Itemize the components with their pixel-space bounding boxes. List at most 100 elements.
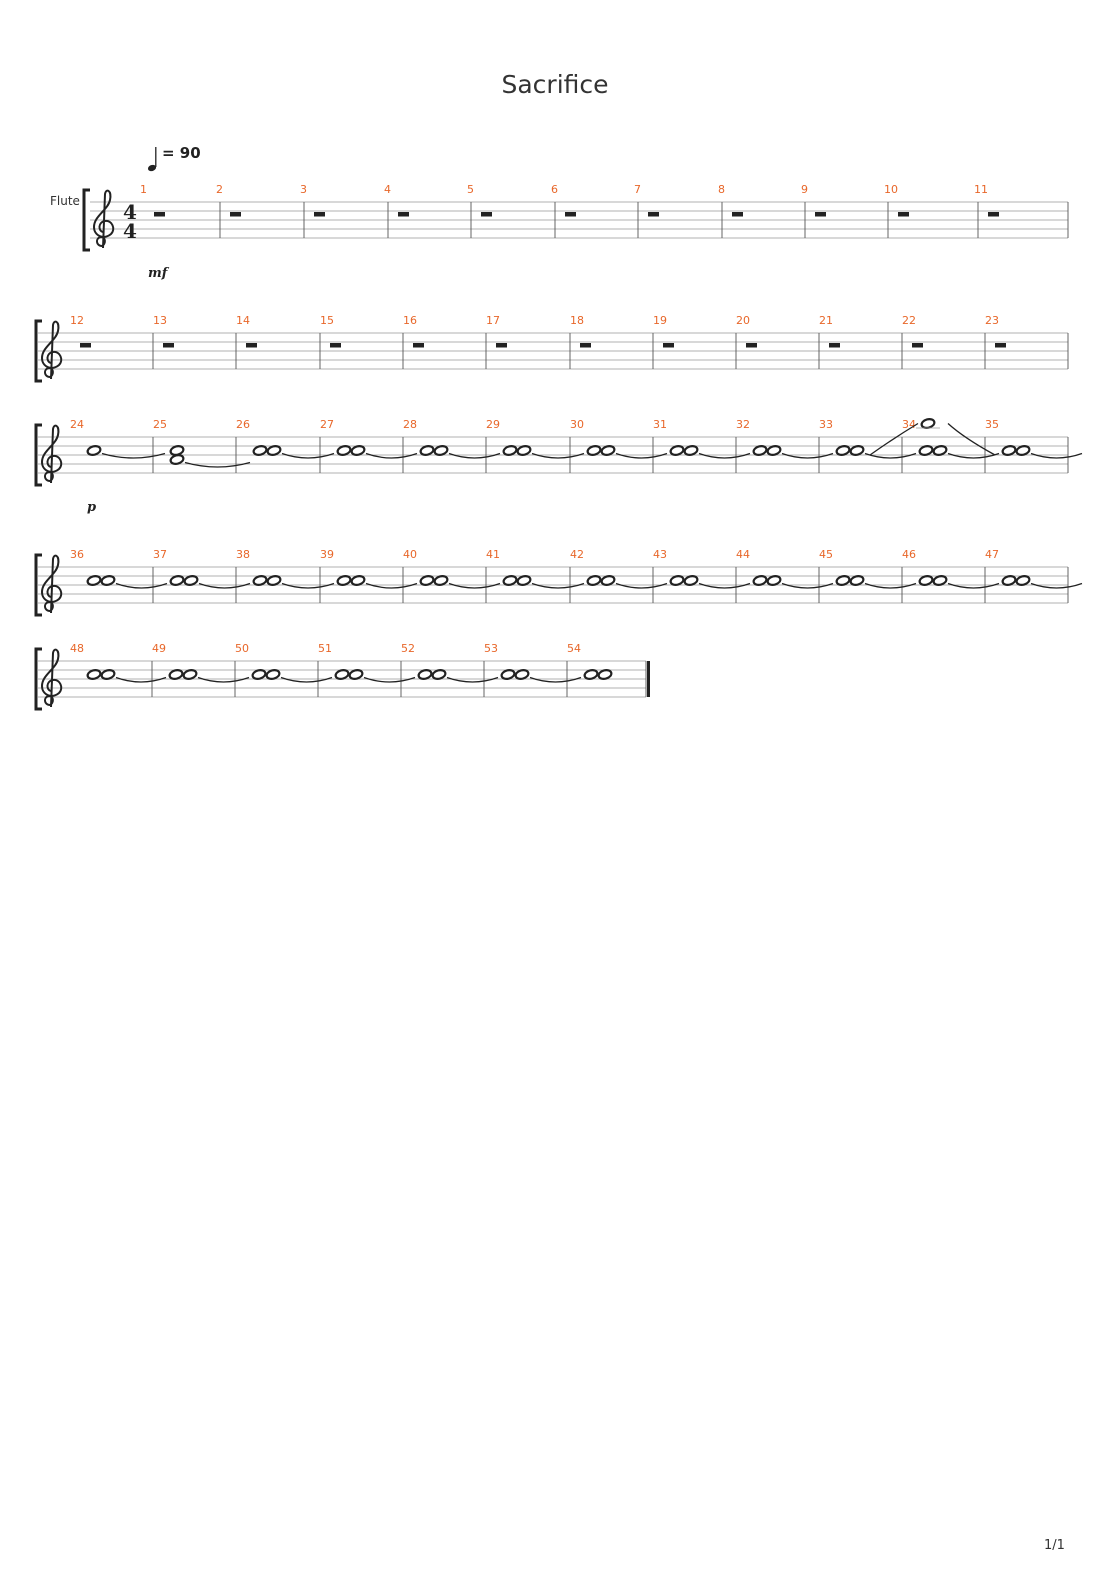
measure-number: 32 <box>736 418 750 431</box>
whole-note <box>586 445 602 456</box>
whole-note <box>597 669 613 680</box>
dynamic-p: p <box>87 500 96 515</box>
instrument-label: Flute <box>50 194 80 208</box>
tie <box>615 582 668 589</box>
whole-note <box>516 575 532 586</box>
whole-note <box>265 669 281 680</box>
dynamic-mf: mf <box>148 266 170 281</box>
whole-note <box>266 445 282 456</box>
whole-note <box>752 575 768 586</box>
tie <box>448 452 501 459</box>
measure-number: 16 <box>403 314 417 327</box>
whole-note <box>932 575 948 586</box>
whole-note <box>100 575 116 586</box>
time-signature-numerator: 4 <box>123 200 137 224</box>
tie <box>698 582 751 589</box>
whole-note <box>766 575 782 586</box>
whole-note <box>932 445 948 456</box>
whole-note <box>334 669 350 680</box>
tie <box>115 676 167 683</box>
tempo-quarter-note-icon <box>147 147 157 172</box>
measure-number: 30 <box>570 418 584 431</box>
whole-note <box>182 669 198 680</box>
page-number: 1/1 <box>1044 1538 1065 1553</box>
measure-number: 15 <box>320 314 334 327</box>
rest-icon <box>314 212 325 217</box>
measure-number: 11 <box>974 183 988 196</box>
tie <box>781 452 834 459</box>
whole-note <box>431 669 447 680</box>
tie <box>184 461 251 468</box>
whole-note <box>336 575 352 586</box>
measure-number: 10 <box>884 183 898 196</box>
measure-number: 43 <box>653 548 667 561</box>
whole-note <box>1015 575 1031 586</box>
tie <box>446 676 499 683</box>
rest-icon <box>648 212 659 217</box>
whole-note <box>350 445 366 456</box>
tie <box>698 452 751 459</box>
rest-icon <box>898 212 909 217</box>
whole-note <box>252 575 268 586</box>
measure-number: 37 <box>153 548 167 561</box>
whole-note <box>336 445 352 456</box>
treble-clef-icon <box>40 320 63 380</box>
treble-clef-icon <box>40 648 63 708</box>
rest-icon <box>732 212 743 217</box>
treble-clef-icon <box>92 189 115 249</box>
measure-number: 24 <box>70 418 84 431</box>
measure-number: 22 <box>902 314 916 327</box>
treble-clef-icon <box>40 424 63 484</box>
measure-number: 5 <box>467 183 474 196</box>
whole-note <box>835 445 851 456</box>
measure-number: 6 <box>551 183 558 196</box>
measure-number: 4 <box>384 183 391 196</box>
measure-number: 7 <box>634 183 641 196</box>
tie <box>448 582 501 589</box>
tie <box>947 582 1000 589</box>
whole-note <box>86 445 102 456</box>
whole-note <box>502 575 518 586</box>
whole-note <box>752 445 768 456</box>
measure-number: 40 <box>403 548 417 561</box>
system-bracket-icon <box>34 319 42 383</box>
slur <box>869 422 919 456</box>
tie <box>115 582 168 589</box>
whole-note <box>1015 445 1031 456</box>
measure-number: 54 <box>567 642 581 655</box>
tie <box>864 582 917 589</box>
whole-note <box>586 575 602 586</box>
measure-number: 41 <box>486 548 500 561</box>
measure-number: 26 <box>236 418 250 431</box>
measure-number: 2 <box>216 183 223 196</box>
tie <box>363 676 416 683</box>
whole-note <box>433 575 449 586</box>
score-title: Sacrifice <box>501 70 609 99</box>
tie <box>615 452 668 459</box>
whole-note <box>918 575 934 586</box>
measure-number: 36 <box>70 548 84 561</box>
measure-number: 29 <box>486 418 500 431</box>
rest-icon <box>230 212 241 217</box>
measure-number: 18 <box>570 314 584 327</box>
tie <box>947 452 1000 459</box>
rest-icon <box>580 343 591 348</box>
whole-note <box>100 669 116 680</box>
rest-icon <box>80 343 91 348</box>
whole-note <box>849 575 865 586</box>
tie <box>1030 452 1083 459</box>
measure-number: 46 <box>902 548 916 561</box>
measure-number: 28 <box>403 418 417 431</box>
tie <box>864 452 917 459</box>
rest-icon <box>746 343 757 348</box>
whole-note <box>849 445 865 456</box>
rest-icon <box>912 343 923 348</box>
rest-icon <box>481 212 492 217</box>
measure-number: 12 <box>70 314 84 327</box>
whole-note <box>86 669 102 680</box>
tie <box>197 676 250 683</box>
tie <box>529 676 582 683</box>
whole-note <box>169 575 185 586</box>
